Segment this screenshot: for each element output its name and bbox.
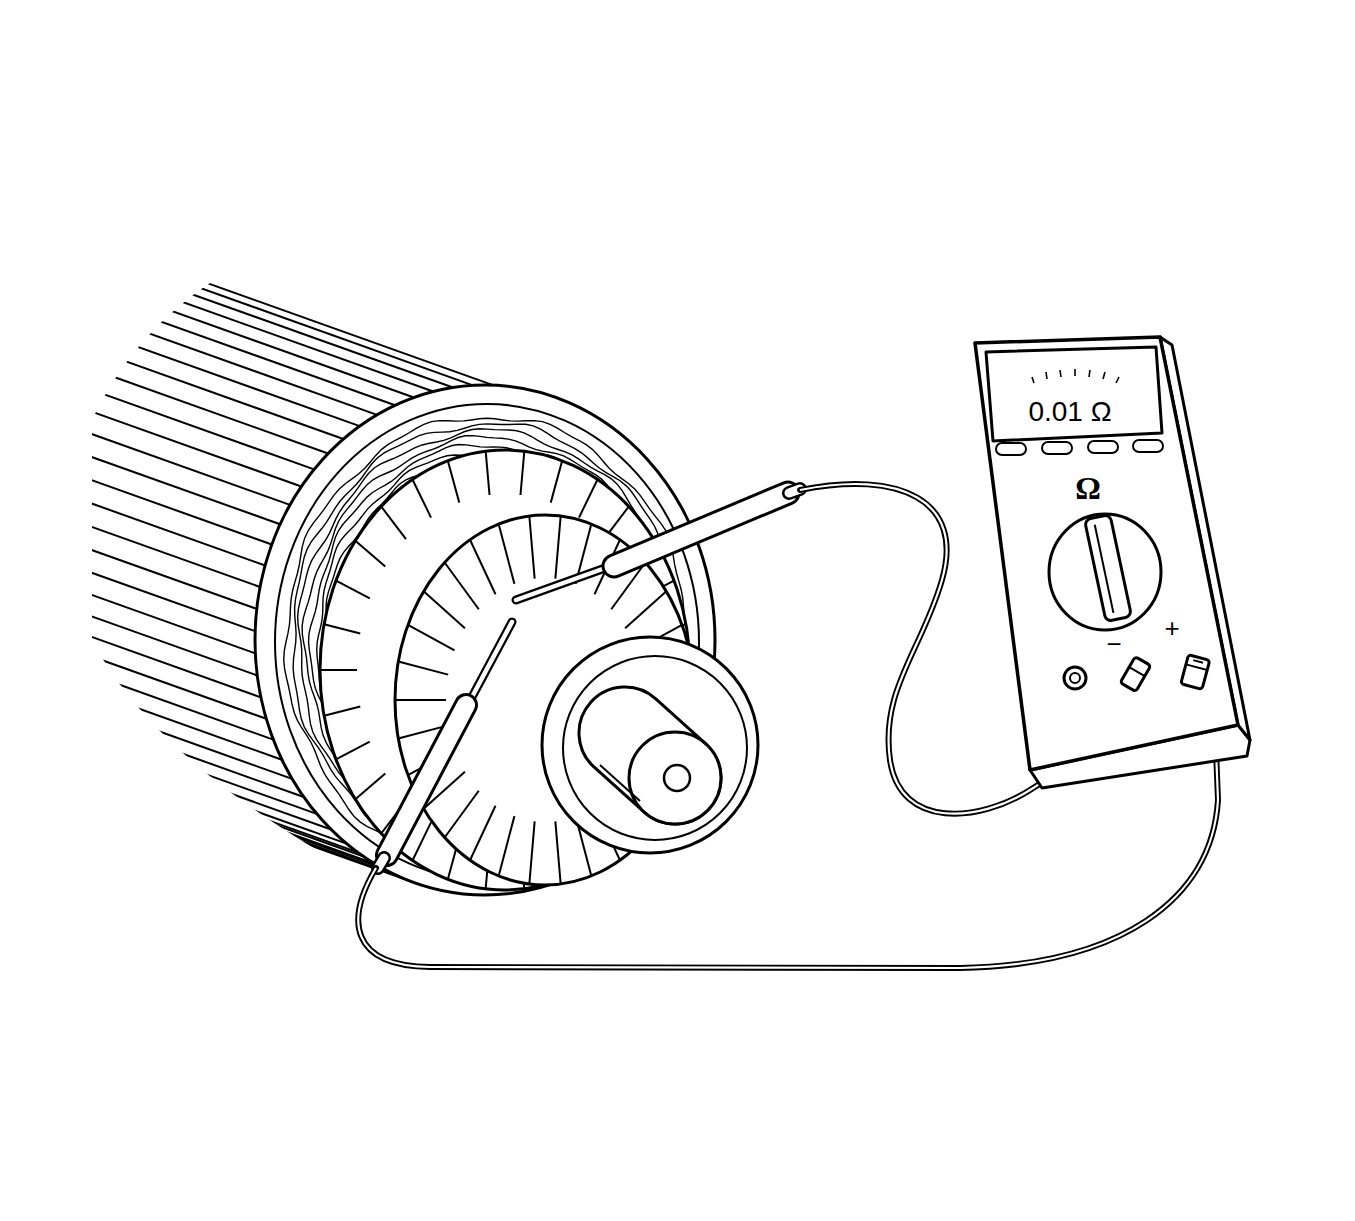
lamination-line (0, 590, 273, 740)
lamination-line (0, 610, 282, 760)
multimeter (975, 337, 1250, 788)
lamination-line (0, 481, 255, 631)
bar-line (499, 524, 515, 584)
bar-line (445, 563, 479, 610)
lamination-line (0, 247, 414, 397)
bar-line (355, 773, 385, 799)
bar-line (381, 507, 406, 540)
negative-terminal-label: − (1106, 630, 1121, 659)
lamination-line (0, 319, 314, 469)
lamination-line (53, 235, 473, 385)
lamination-line (0, 276, 360, 426)
lamination-line (33, 237, 453, 387)
bar-line (408, 625, 455, 651)
bar-line (320, 669, 357, 671)
bar-line (555, 516, 560, 579)
test-probe-upper (516, 489, 800, 600)
lamination-line (13, 242, 433, 392)
meter-reading: 0.01 Ω (1028, 397, 1111, 428)
ohm-scale-label: Ω (1075, 471, 1101, 506)
bar-line (486, 451, 490, 495)
lamination-line (0, 437, 260, 587)
bar-line (470, 806, 496, 860)
positive-terminal-label: + (1164, 614, 1179, 643)
ohm-scale-label-holder: Ω (1075, 471, 1101, 506)
bar-line (355, 541, 385, 567)
bar-line (413, 822, 432, 860)
bar-line (324, 707, 360, 716)
bar-line (529, 821, 534, 884)
bar-line (520, 451, 524, 495)
bar-line (470, 540, 496, 594)
bar-line (551, 461, 562, 503)
lamination-line (73, 235, 493, 385)
shaft-highlight (600, 765, 640, 801)
positive-terminal-label-holder: + (1164, 614, 1179, 643)
armature-shaft (579, 687, 721, 824)
shaft-end (629, 732, 721, 824)
shaft-center-hole (664, 765, 690, 791)
lamination-line (0, 255, 395, 405)
bar-line (398, 662, 448, 675)
bar-line (324, 624, 360, 633)
bar-line (499, 816, 515, 876)
bar-line (529, 516, 534, 579)
lamination-line (0, 547, 261, 697)
end-boss-ring (563, 656, 747, 840)
bar-line (413, 479, 432, 517)
bar-line (555, 821, 560, 884)
lamination-line (0, 394, 272, 544)
end-boss (542, 637, 758, 853)
lamination-line (0, 374, 280, 524)
lamination-line (0, 459, 257, 609)
bar-line (579, 479, 598, 517)
bar-line (336, 742, 370, 760)
bar-line (395, 699, 446, 701)
bar-line (445, 791, 479, 838)
lamination-line (0, 289, 343, 439)
bar-line (424, 591, 465, 628)
bar-line (336, 581, 370, 599)
meter-reading-holder: 0.01 Ω (1028, 397, 1111, 428)
bar-line (448, 461, 459, 503)
bar-line (625, 591, 666, 628)
negative-terminal-label-holder: − (1106, 630, 1121, 659)
test-probe-lower (378, 622, 512, 868)
